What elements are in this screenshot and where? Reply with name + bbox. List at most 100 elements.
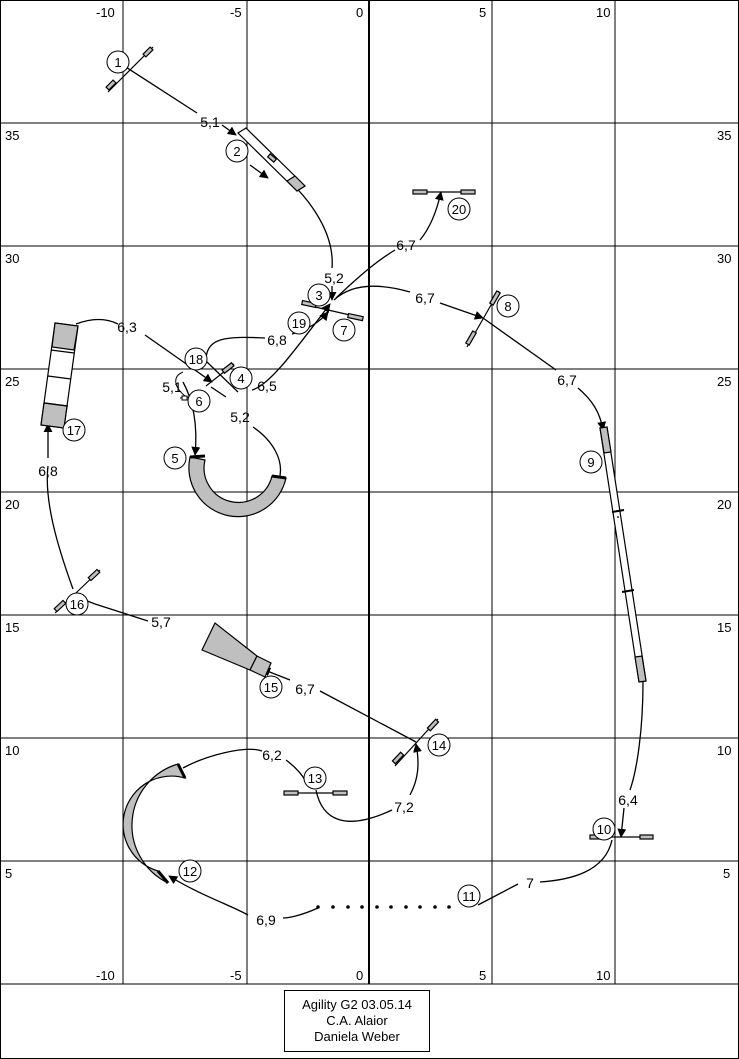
svg-text:18: 18: [189, 352, 203, 367]
obstacle-number: 20: [447, 197, 471, 221]
course-title: Agility G2 03.05.14: [302, 997, 412, 1012]
judge-name: Daniela Weber: [314, 1029, 400, 1044]
obstacle-number: 4: [229, 366, 253, 390]
x-top-label: -10: [96, 5, 115, 20]
x-bottom-label: -10: [96, 968, 115, 983]
y-left-label: 10: [5, 743, 19, 758]
x-bottom-label: 0: [356, 968, 363, 983]
jump-20: [412, 189, 476, 195]
distance-label: 6,9: [256, 912, 276, 928]
svg-text:12: 12: [183, 864, 197, 879]
obstacle-number: 11: [457, 884, 481, 908]
distance-label: 6,8: [38, 463, 58, 479]
distance-label: 6,4: [618, 792, 638, 808]
club-name: C.A. Alaior: [326, 1013, 388, 1028]
obstacle-number: 6: [187, 389, 211, 413]
distance-label: 6,7: [396, 237, 416, 253]
y-right-label: 35: [717, 128, 731, 143]
distance-label: 6,5: [257, 378, 277, 394]
distance-label: 5,1: [200, 114, 220, 130]
y-left-label: 15: [5, 620, 19, 635]
axis-labels: -10 -5 0 5 10 -10 -5 0 5 10 35 30 25 20 …: [5, 5, 731, 983]
obstacle-number: 5: [163, 446, 187, 470]
jump-1: [105, 46, 154, 93]
distance-label: 5,2: [324, 270, 344, 286]
distance-label: 6,7: [557, 372, 577, 388]
jump-16: [53, 568, 101, 614]
distance-label: 5,1: [162, 379, 182, 395]
y-right-label: 15: [717, 620, 731, 635]
svg-text:5: 5: [171, 451, 178, 466]
distance-label: 6,7: [415, 290, 435, 306]
a-frame-2: [237, 127, 306, 192]
obstacle-number: 18: [184, 347, 208, 371]
tunnel-12: [122, 763, 187, 884]
jump-14: [391, 718, 440, 767]
y-right-label: 5: [723, 866, 730, 881]
dotted-line: [316, 905, 451, 909]
obstacle-number: 14: [427, 733, 451, 757]
distance-label: 7,2: [394, 799, 414, 815]
obstacle-number: 16: [65, 592, 89, 616]
y-left-label: 30: [5, 251, 19, 266]
x-bottom-label: -5: [230, 968, 242, 983]
y-left-label: 35: [5, 128, 19, 143]
jump-3-7: [301, 299, 364, 322]
x-top-label: 10: [596, 5, 610, 20]
distance-label: 5,7: [151, 614, 171, 630]
x-bottom-label: 10: [596, 968, 610, 983]
jump-13: [283, 790, 348, 796]
svg-text:9: 9: [587, 455, 594, 470]
obstacle-number: 2: [225, 139, 249, 163]
weave-17: [40, 322, 79, 429]
obstacle-number: 1: [106, 50, 130, 74]
svg-text:15: 15: [264, 680, 278, 695]
obstacle-number: 19: [287, 311, 311, 335]
svg-text:16: 16: [70, 597, 84, 612]
obstacle-number: 13: [303, 766, 327, 790]
y-right-label: 20: [717, 497, 731, 512]
svg-text:2: 2: [233, 144, 240, 159]
distance-label: 6,3: [117, 319, 137, 335]
y-left-label: 20: [5, 497, 19, 512]
obstacle-number: 12: [178, 859, 202, 883]
obstacle-number: 10: [592, 817, 616, 841]
svg-text:1: 1: [114, 55, 121, 70]
svg-text:13: 13: [308, 771, 322, 786]
svg-text:20: 20: [452, 202, 466, 217]
obstacle-number: 9: [579, 450, 603, 474]
svg-text:8: 8: [504, 299, 511, 314]
obstacle-number: 17: [62, 418, 86, 442]
y-left-label: 5: [5, 866, 12, 881]
svg-text:6: 6: [195, 394, 202, 409]
distance-label: 6,8: [267, 332, 287, 348]
x-top-label: 5: [479, 5, 486, 20]
jump-8: [464, 290, 502, 348]
svg-text:4: 4: [237, 371, 244, 386]
y-right-label: 30: [717, 251, 731, 266]
svg-text:19: 19: [292, 316, 306, 331]
distance-label: 6,7: [295, 681, 315, 697]
x-top-label: 0: [356, 5, 363, 20]
distance-labels: 5,1 5,2 6,7 6,7 6,3 6,8 5,1 6,5 5,2 6,7 …: [38, 114, 638, 928]
jump-4: [205, 361, 235, 387]
distance-label: 6,2: [262, 747, 282, 763]
svg-text:7: 7: [340, 323, 347, 338]
svg-text:17: 17: [67, 423, 81, 438]
dog-walk-9: [599, 426, 647, 683]
svg-text:11: 11: [462, 889, 476, 904]
x-bottom-label: 5: [479, 968, 486, 983]
y-right-label: 25: [717, 374, 731, 389]
obstacle-number: 15: [259, 675, 283, 699]
y-right-label: 10: [717, 743, 731, 758]
svg-text:14: 14: [432, 738, 446, 753]
obstacle-number: 7: [332, 318, 356, 342]
distance-label: 5,2: [230, 409, 250, 425]
svg-text:10: 10: [597, 822, 611, 837]
course-path: [43, 61, 644, 919]
y-left-label: 25: [5, 374, 19, 389]
obstacle-number: 3: [307, 283, 331, 307]
tunnel-5: [188, 454, 287, 518]
course-info-box: Agility G2 03.05.14 C.A. Alaior Daniela …: [284, 990, 430, 1052]
